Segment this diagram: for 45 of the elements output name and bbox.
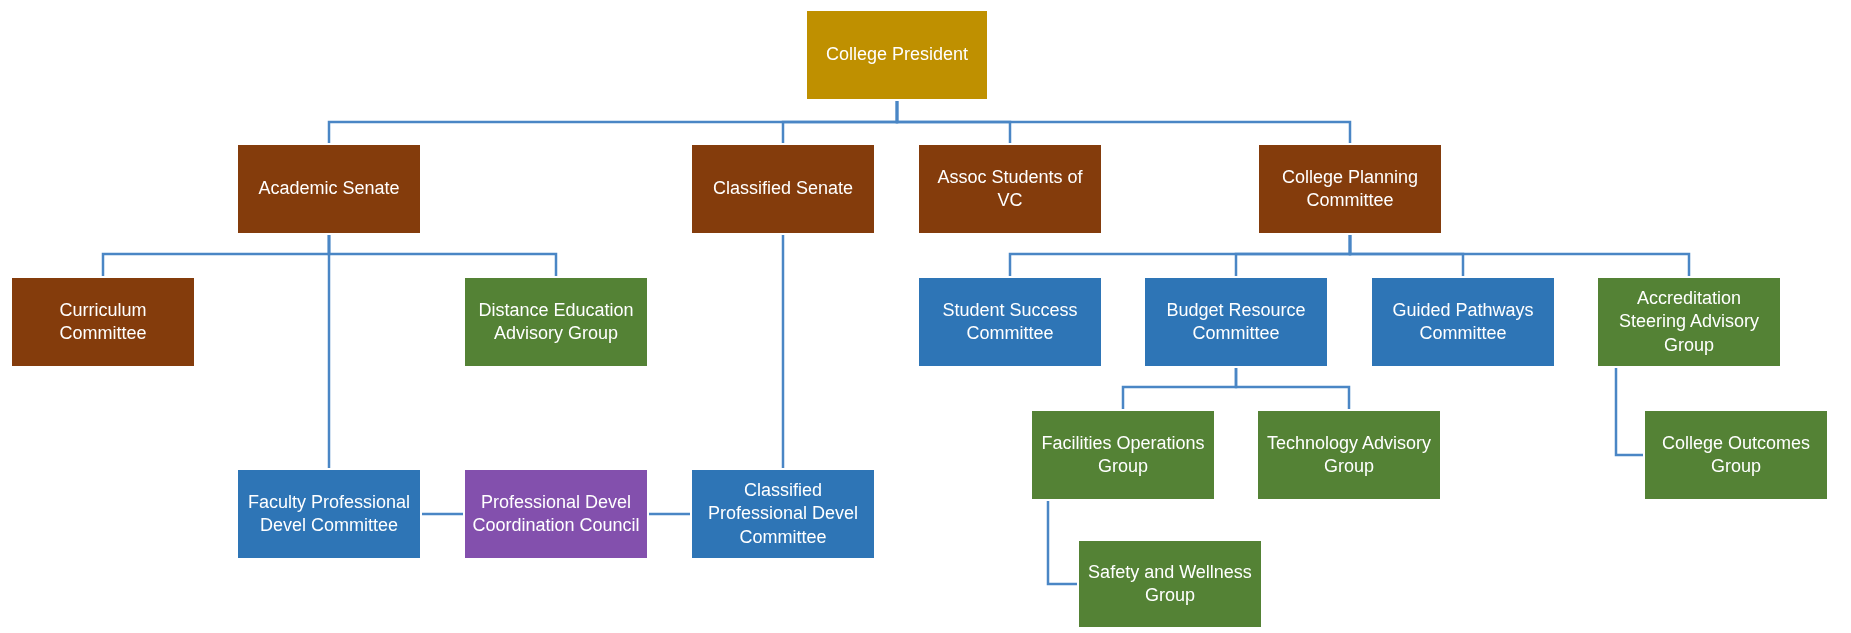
org-box	[463, 468, 649, 560]
connector-line	[327, 235, 331, 468]
org-box	[1257, 143, 1443, 235]
connector-line	[422, 512, 463, 516]
connector-line	[1614, 368, 1643, 457]
box-label: Professional Devel Coordination Council	[471, 490, 641, 537]
org-box	[10, 276, 196, 368]
box-label: College President	[825, 43, 969, 67]
org-box	[805, 9, 989, 101]
org-box	[1596, 276, 1782, 368]
box-label: Faculty Professional Devel Committee	[246, 490, 412, 537]
box-label: College Outcomes Group	[1660, 431, 1812, 478]
org-box	[1143, 276, 1329, 368]
connector-line	[1234, 368, 1351, 409]
box-label: Student Success Committee	[941, 298, 1079, 345]
org-box	[1643, 409, 1829, 501]
box-label: Safety and Wellness Group	[1087, 560, 1253, 607]
connector-line	[649, 512, 690, 516]
org-box	[690, 143, 876, 235]
box-label: College Planning Committee	[1280, 165, 1420, 212]
box-label: Budget Resource Committee	[1165, 298, 1307, 345]
connector-line	[1348, 235, 1691, 276]
connector-line	[895, 101, 1352, 143]
org-box	[1370, 276, 1556, 368]
org-box	[463, 276, 649, 368]
box-label: Classified Professional Devel Committee	[706, 478, 860, 549]
box-label: Distance Education Advisory Group	[477, 298, 635, 345]
connector-line	[781, 235, 785, 468]
connector-line	[1046, 501, 1077, 586]
box-label: Accreditation Steering Advisory Group	[1617, 286, 1761, 357]
org-box	[236, 468, 422, 560]
org-box	[1256, 409, 1442, 501]
box-label: Technology Advisory Group	[1265, 431, 1433, 478]
org-box	[236, 143, 422, 235]
org-box	[1077, 539, 1263, 629]
box-label: Assoc Students of VC	[936, 165, 1084, 212]
box-label: Guided Pathways Committee	[1391, 298, 1535, 345]
box-label: Academic Senate	[258, 177, 400, 201]
org-box	[690, 468, 876, 560]
org-box	[1030, 409, 1216, 501]
org-box	[917, 276, 1103, 368]
box-label: Curriculum Committee	[58, 298, 148, 345]
org-box	[917, 143, 1103, 235]
box-label: Facilities Operations Group	[1040, 431, 1206, 478]
box-label: Classified Senate	[712, 177, 854, 201]
